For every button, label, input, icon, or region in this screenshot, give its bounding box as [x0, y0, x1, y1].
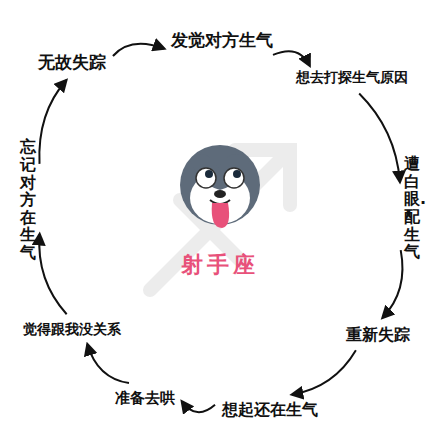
cycle-step: 想去打探生气原因 — [294, 67, 410, 89]
cycle-arrow — [273, 51, 310, 65]
step-text: 无故失踪 — [38, 51, 106, 74]
cycle-step: 无故失踪 — [36, 49, 108, 76]
step-text: 想起还在生气 — [222, 400, 318, 421]
cycle-arrow — [113, 44, 164, 56]
cycle-step: 遭白眼.配生气 — [402, 153, 422, 263]
cycle-arrow — [383, 250, 403, 317]
cycle-step: 觉得跟我没关系 — [21, 319, 123, 341]
cycle-arrow — [87, 344, 129, 383]
cycle-step: 发觉对方生气 — [169, 27, 275, 54]
step-text: 发觉对方生气 — [171, 29, 273, 52]
cycle-step: 想起还在生气 — [220, 398, 320, 423]
step-text: 遭白眼.配生气 — [404, 155, 420, 261]
cycle-arrow — [39, 234, 66, 314]
step-text: 重新失踪 — [346, 325, 410, 346]
step-text: 忘记对方在生气 — [20, 138, 36, 261]
center-title: 射手座 — [181, 250, 259, 280]
cycle-arrow — [292, 350, 356, 394]
zodiac-watermark — [150, 150, 290, 290]
cycle-arrow — [182, 402, 215, 413]
cycle-step: 忘记对方在生气 — [18, 136, 38, 263]
cycle-arrow — [39, 80, 66, 164]
step-text: 觉得跟我没关系 — [23, 321, 121, 339]
cycle-step: 准备去哄 — [113, 387, 177, 410]
cycle-step: 重新失踪 — [344, 323, 412, 348]
cycle-arrow — [359, 94, 400, 182]
step-text: 想去打探生气原因 — [296, 69, 408, 87]
husky-face — [180, 145, 260, 228]
step-text: 准备去哄 — [115, 389, 175, 408]
